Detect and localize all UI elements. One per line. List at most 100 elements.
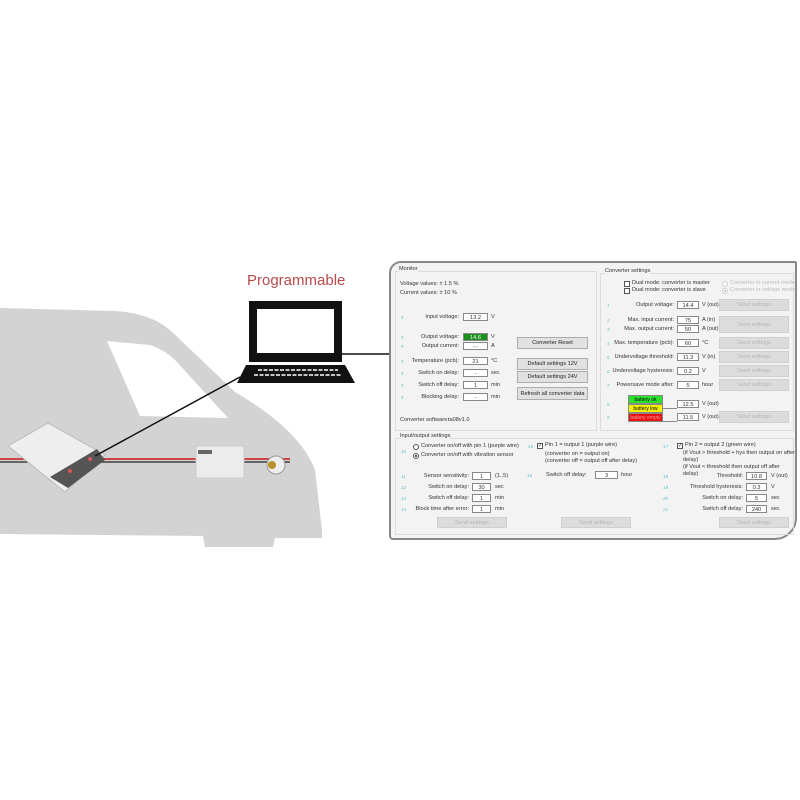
unit: A	[491, 343, 495, 349]
converter-settings-group	[600, 273, 794, 431]
row-number: 8	[607, 402, 610, 407]
refresh-button[interactable]: Refresh all converter data	[517, 387, 588, 400]
setting-label: Max. input current:	[627, 317, 674, 323]
send-settings-button[interactable]: Send settings	[719, 337, 789, 349]
software-label: Converter software:	[400, 417, 449, 423]
unit: sec	[495, 484, 504, 490]
send-settings-button[interactable]: Send settings	[719, 365, 789, 377]
pin1-note: (converter on = output on)	[545, 451, 610, 457]
setting-input[interactable]: 50	[677, 325, 699, 333]
row-number: 2	[607, 318, 610, 323]
io-input[interactable]: 0.3	[746, 483, 767, 491]
io-input[interactable]: 5	[746, 494, 767, 502]
pin1-note: (converter off = output off after delay)	[545, 458, 637, 464]
io-label: Switch off delay:	[428, 495, 469, 501]
row-number: 3	[607, 327, 610, 332]
output1-switch-off-delay-input[interactable]: 3	[595, 471, 618, 479]
setting-input[interactable]: 60	[677, 339, 699, 347]
setting-input[interactable]: 14.4	[677, 301, 699, 309]
setting-input[interactable]: 11.5	[677, 413, 699, 421]
io-input[interactable]: 1	[472, 494, 491, 502]
default-12v-button[interactable]: Default settings 12V	[517, 358, 588, 370]
monitor-group	[395, 271, 597, 431]
unit: V (in)	[702, 354, 716, 360]
row-number: 1	[607, 303, 610, 308]
io-input[interactable]: 30	[472, 483, 491, 491]
io-label: Switch on delay:	[702, 495, 743, 501]
unit: V	[771, 484, 775, 490]
send-settings-button[interactable]: Send settings	[719, 411, 789, 423]
row-number: 9	[607, 415, 610, 420]
row-number: 7	[607, 383, 610, 388]
laptop-icon	[237, 301, 355, 383]
unit: A (in)	[702, 317, 716, 323]
converter-settings-title: Converter settings	[605, 268, 651, 275]
row-marker-icon: #	[401, 371, 404, 376]
send-settings-button[interactable]: Send settings	[719, 316, 789, 333]
pin1-output-checkbox[interactable]: ✓	[537, 443, 543, 449]
unit: min	[491, 382, 501, 388]
io-input[interactable]: 10.8	[746, 472, 767, 480]
io-input[interactable]: 240	[746, 505, 767, 513]
unit: min	[495, 495, 505, 501]
voltage-mode-label: Converter in voltage mode	[730, 287, 796, 293]
master-checkbox[interactable]	[624, 281, 630, 287]
setting-label: Max. output current:	[624, 326, 674, 332]
current-mode-radio[interactable]	[722, 281, 728, 287]
battery-low-indicator: battery low	[628, 404, 663, 413]
io-label: Switch on delay:	[428, 484, 469, 490]
setting-input[interactable]: 12.5	[677, 400, 699, 408]
send-settings-output1-button[interactable]: Send settings	[561, 517, 631, 528]
monitor-label: Input voltage:	[425, 314, 459, 320]
io-settings-group	[395, 438, 794, 535]
unit: hour	[702, 382, 714, 388]
setting-input[interactable]: 5	[677, 381, 699, 389]
unit: A (out)	[702, 326, 719, 332]
unit: V (out)	[702, 414, 719, 420]
monitor-label: Blocking delay:	[421, 394, 459, 400]
unit: (1..5)	[495, 473, 509, 479]
default-24v-button[interactable]: Default settings 24V	[517, 371, 588, 383]
unit: V (out)	[702, 302, 719, 308]
send-settings-button[interactable]: Send settings	[719, 379, 789, 391]
monitor-title: Monitor	[399, 266, 418, 273]
setting-input[interactable]: 75	[677, 316, 699, 324]
unit: min	[491, 394, 501, 400]
unit: sec	[771, 495, 780, 501]
pin1-onoff-radio[interactable]	[413, 444, 419, 450]
alternator	[266, 455, 286, 475]
converter-device	[7, 422, 106, 493]
pin2-output-checkbox[interactable]: ✓	[677, 443, 683, 449]
io-input[interactable]: 1	[472, 505, 491, 513]
unit: V (out)	[771, 473, 788, 479]
send-settings-output2-button[interactable]: Send settings	[719, 517, 789, 528]
row-number: 5	[607, 355, 610, 360]
row-number: 4	[607, 341, 610, 346]
send-settings-button[interactable]: Send settings	[719, 351, 789, 363]
output1-switch-off-delay-label: Switch off delay:	[546, 472, 587, 478]
voltage-mode-radio[interactable]	[722, 288, 728, 294]
unit: hour	[621, 472, 633, 478]
setting-label: Output voltage:	[636, 302, 674, 308]
row-number: 20	[663, 496, 669, 501]
io-input[interactable]: 1	[472, 472, 491, 480]
row-number: 13	[401, 496, 407, 501]
row-number: 14	[401, 507, 407, 512]
row-marker-icon: #	[401, 315, 404, 320]
unit: min	[495, 506, 505, 512]
monitor-label: Switch on delay:	[418, 370, 459, 376]
row-marker-icon: #	[401, 335, 404, 340]
pin2-note: (if Vout < threshold then output off aft…	[683, 464, 780, 477]
van-illustration	[0, 301, 390, 547]
slave-checkbox[interactable]	[624, 288, 630, 294]
pin2-note: (if Vout > threshold + hys then output o…	[683, 450, 795, 463]
unit: sec	[491, 370, 500, 376]
row-marker-icon: #	[401, 395, 404, 400]
van-silhouette	[0, 308, 322, 547]
send-settings-button[interactable]: Send settings	[719, 299, 789, 311]
vibration-sensor-radio[interactable]	[413, 453, 419, 459]
setting-input[interactable]: 11.3	[677, 353, 699, 361]
converter-reset-button[interactable]: Converter Reset	[517, 337, 588, 349]
setting-input[interactable]: 0.2	[677, 367, 699, 375]
send-settings-input-button[interactable]: Send settings	[437, 517, 507, 528]
